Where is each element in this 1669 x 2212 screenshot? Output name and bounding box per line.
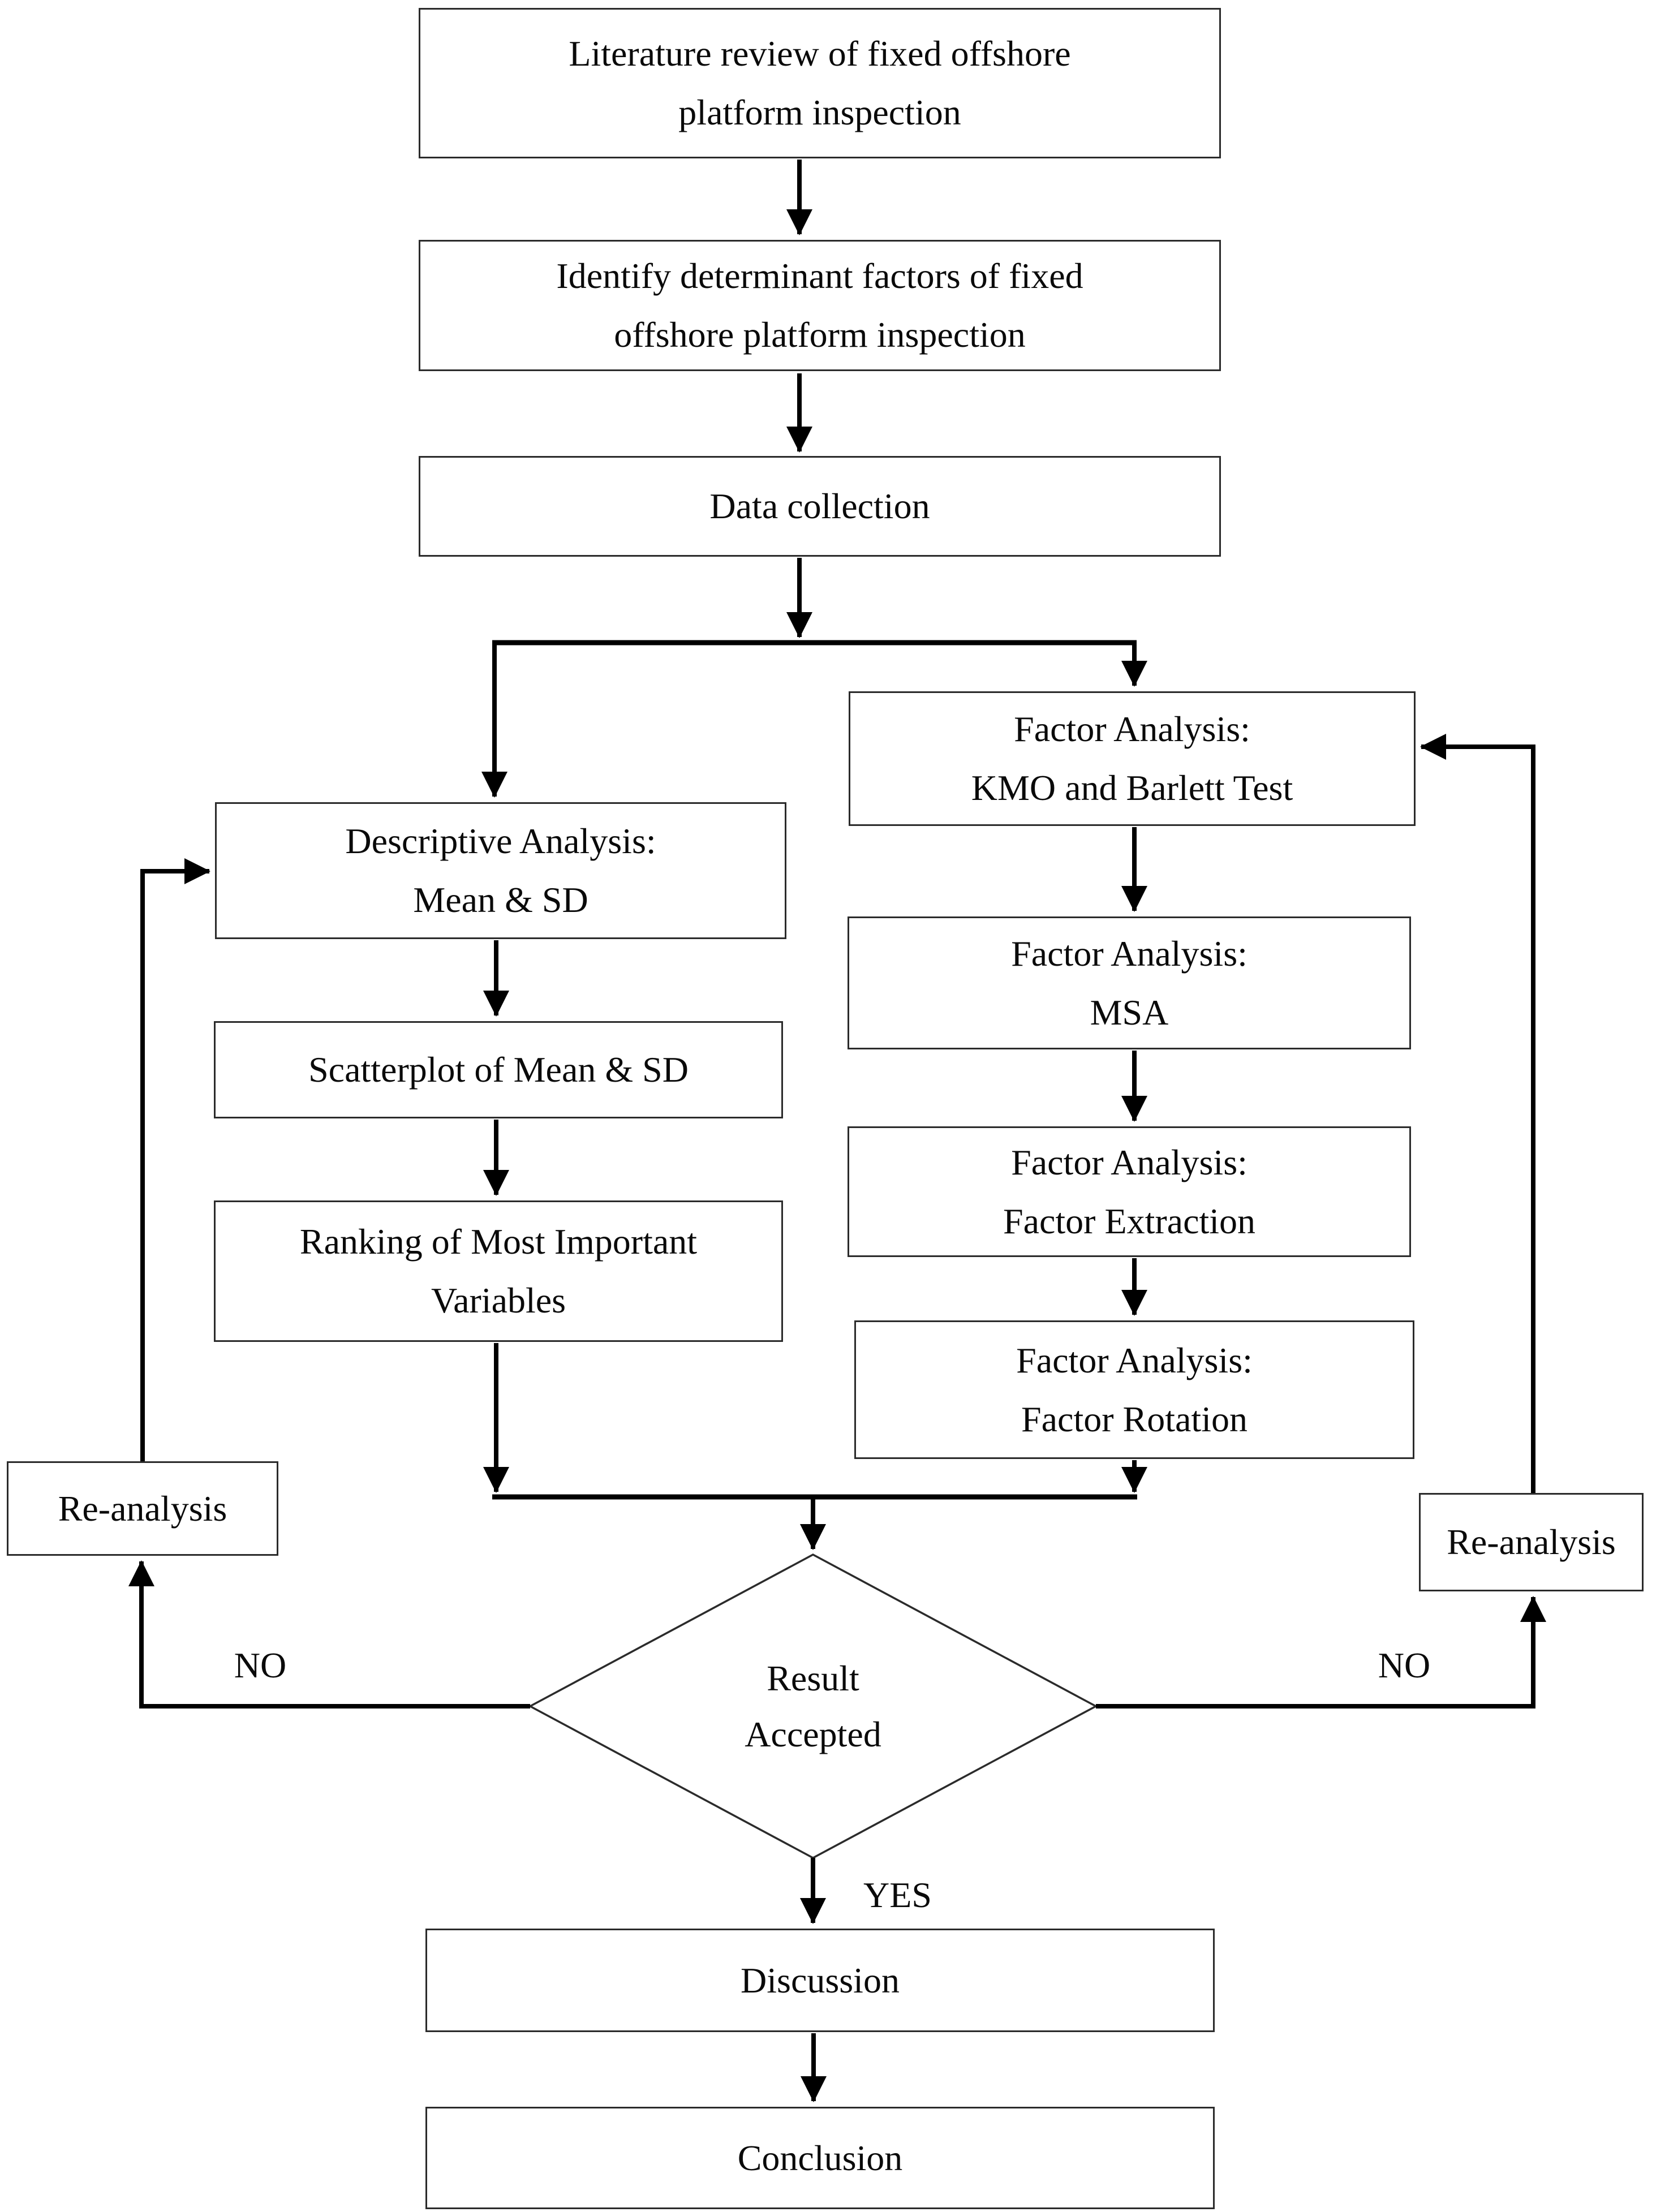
edge-label-no-right: NO — [1378, 1645, 1431, 1685]
node-factor-analysis-extraction: Factor Analysis: Factor Extraction — [848, 1126, 1411, 1257]
node-reanalysis-left: Re-analysis — [7, 1461, 278, 1556]
node-discussion: Discussion — [425, 1929, 1215, 2032]
node-label-line: Re-analysis — [1447, 1522, 1616, 1563]
node-label-line: Factor Analysis: — [1014, 709, 1250, 750]
arrow-no-left-to-reanalysis — [128, 1560, 530, 1709]
node-factor-analysis-msa: Factor Analysis: MSA — [848, 916, 1411, 1049]
node-label-line: Identify determinant factors of fixed — [556, 256, 1083, 296]
node-label-line: Data collection — [709, 486, 930, 527]
node-label-line: KMO and Barlett Test — [971, 768, 1293, 808]
node-label-line: platform inspection — [678, 92, 961, 132]
node-scatterplot: Scatterplot of Mean & SD — [214, 1021, 783, 1118]
node-data-collection: Data collection — [419, 456, 1221, 557]
node-label-line: Descriptive Analysis: — [345, 821, 656, 862]
node-reanalysis-right: Re-analysis — [1419, 1493, 1644, 1591]
node-label-line: Factor Rotation — [1021, 1398, 1248, 1439]
node-descriptive-analysis: Descriptive Analysis: Mean & SD — [215, 802, 786, 939]
node-label-line: Scatterplot of Mean & SD — [308, 1049, 689, 1090]
node-factor-analysis-rotation: Factor Analysis: Factor Rotation — [854, 1320, 1414, 1459]
node-ranking-variables: Ranking of Most Important Variables — [214, 1200, 783, 1342]
node-label-line: offshore platform inspection — [614, 315, 1026, 355]
node-label-line: Ranking of Most Important — [299, 1221, 698, 1262]
node-label-line: Variables — [431, 1280, 566, 1320]
edge-label-yes: YES — [863, 1875, 932, 1915]
node-label-line: Literature review of fixed offshore — [569, 33, 1071, 74]
node-label-line: Conclusion — [737, 2137, 903, 2178]
node-conclusion: Conclusion — [425, 2107, 1215, 2209]
node-label-line: Factor Analysis: — [1016, 1340, 1253, 1380]
arrow-no-right-to-reanalysis — [1096, 1596, 1546, 1709]
node-identify-factors: Identify determinant factors of fixed of… — [419, 240, 1221, 371]
node-label-line: Re-analysis — [58, 1488, 227, 1529]
arrow-reanalysis-right-to-kmo — [1420, 734, 1535, 1493]
node-label-line: Result — [767, 1658, 859, 1698]
node-label-line: Factor Analysis: — [1011, 1142, 1248, 1182]
node-literature-review: Literature review of fixed offshore plat… — [419, 8, 1221, 158]
node-label-line: Discussion — [741, 1960, 900, 2000]
node-label-line: Accepted — [745, 1714, 881, 1754]
node-label-line: Mean & SD — [413, 880, 588, 920]
node-decision-result-accepted: Result Accepted — [672, 1644, 954, 1768]
node-label-line: MSA — [1090, 992, 1169, 1032]
edge-label-no-left: NO — [234, 1645, 287, 1685]
node-label-line: Factor Analysis: — [1011, 933, 1248, 974]
node-label-line: Factor Extraction — [1003, 1200, 1256, 1241]
node-factor-analysis-kmo: Factor Analysis: KMO and Barlett Test — [849, 691, 1416, 826]
arrow-reanalysis-left-to-descriptive — [140, 858, 210, 1461]
